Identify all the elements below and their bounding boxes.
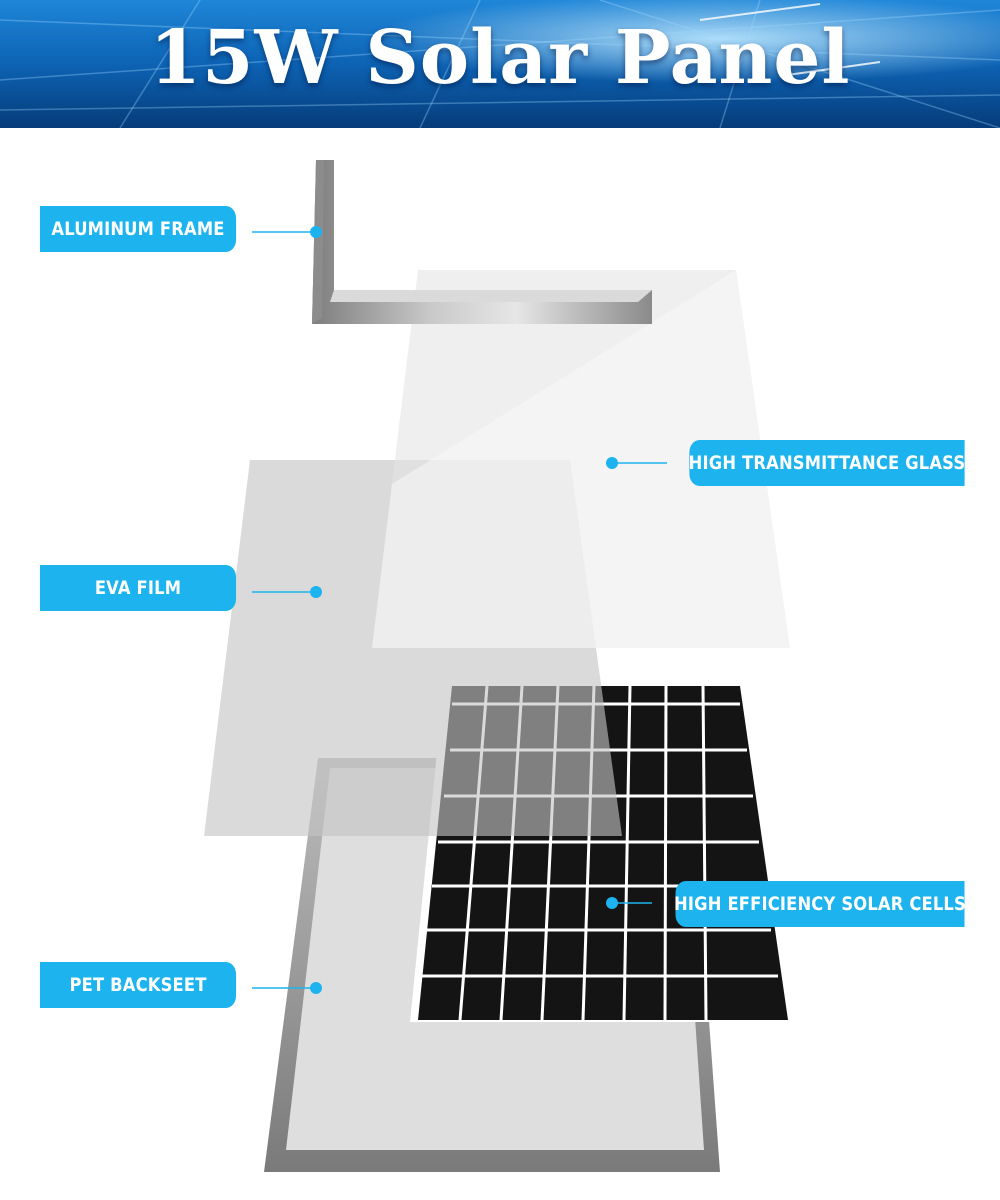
label-solar-cells: HIGH EFFICIENCY SOLAR CELLS (674, 881, 966, 927)
label-backsheet: PET BACKSEET (39, 962, 237, 1008)
label-eva-film: EVA FILM (39, 565, 237, 611)
marker-dot-eva-film (310, 586, 322, 598)
marker-dot-glass (606, 457, 618, 469)
exploded-panel-diagram (204, 160, 792, 1172)
header-banner: 15W Solar Panel (0, 0, 1000, 128)
marker-dot-aluminum-frame (310, 226, 322, 238)
label-aluminum-frame: ALUMINUM FRAME (39, 206, 237, 252)
marker-dot-backsheet (310, 982, 322, 994)
aluminum-frame-layer (312, 160, 652, 324)
marker-dot-solar-cells (606, 897, 618, 909)
label-glass: HIGH TRANSMITTANCE GLASS (689, 440, 965, 486)
page-title: 15W Solar Panel (149, 15, 851, 101)
glass-layer (372, 270, 790, 648)
banner-background (0, 0, 1000, 128)
